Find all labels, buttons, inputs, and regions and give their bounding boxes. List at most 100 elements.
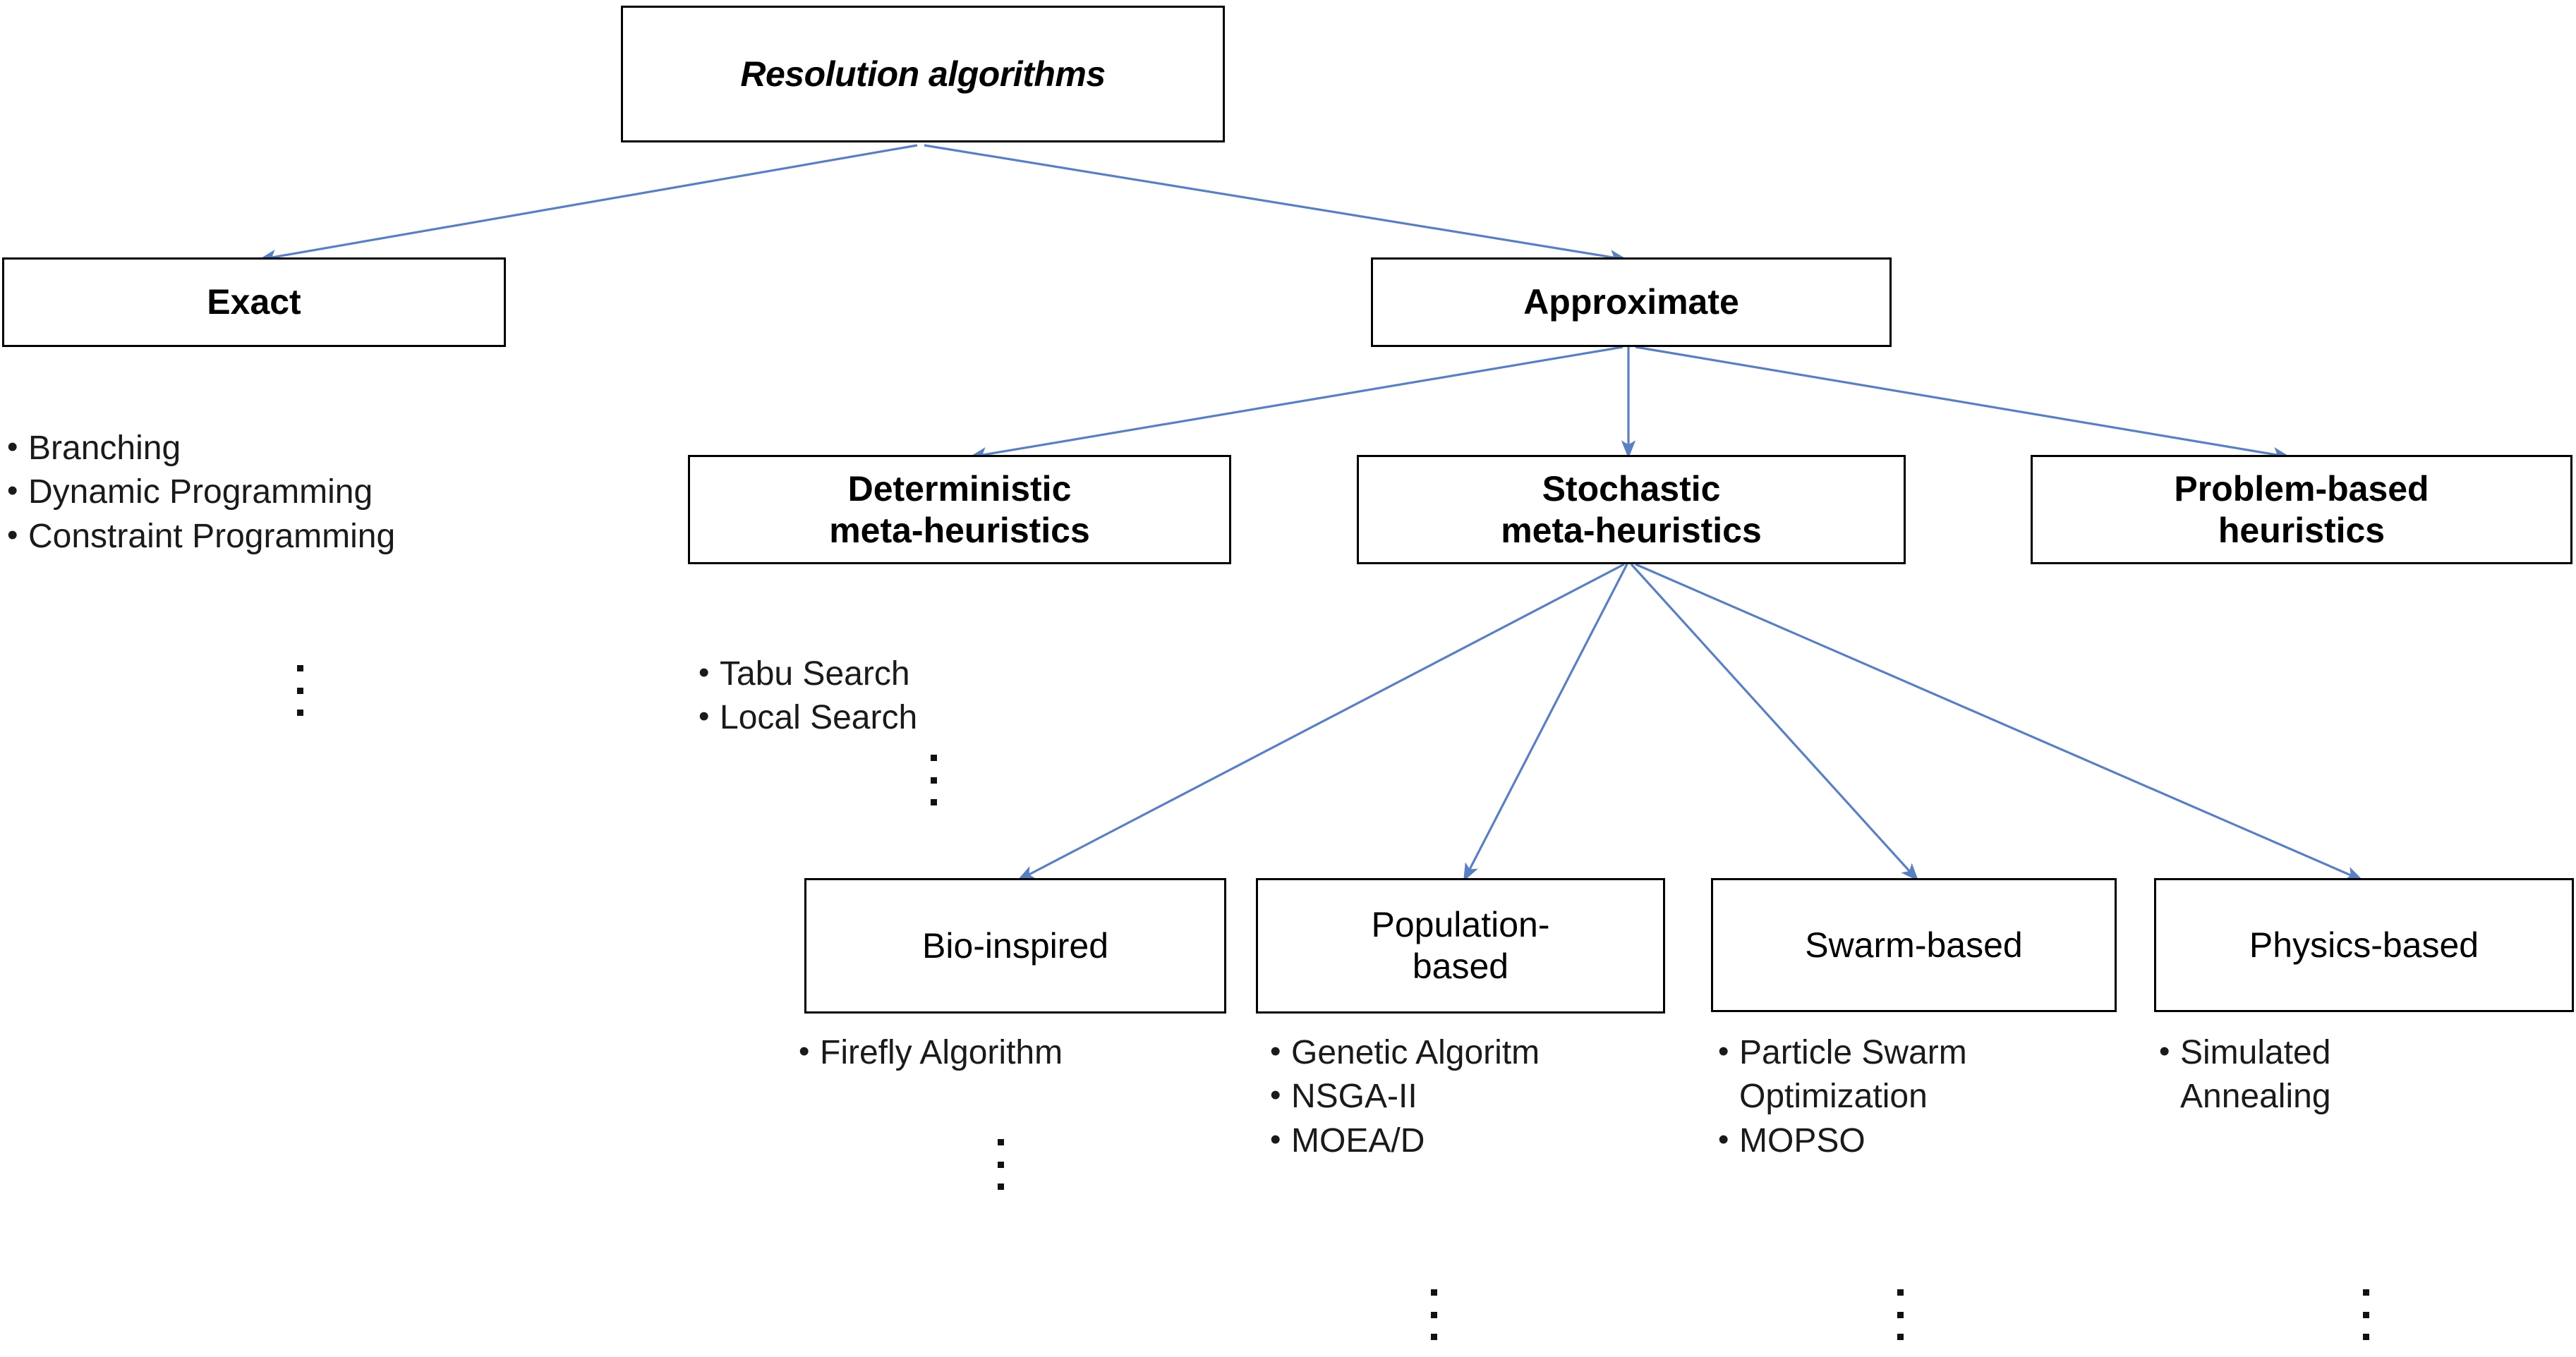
ellipsis-dot [1430, 1334, 1437, 1340]
node-population-based[interactable]: Population- based [1256, 878, 1665, 1014]
list-item: • NSGA-II [1270, 1075, 1722, 1119]
bullet-glyph: • [1718, 1121, 1729, 1157]
node-population-based-label: Population- based [1258, 904, 1663, 987]
edge-approximate-to-problem-based [1635, 346, 2291, 462]
bullet-glyph: • [7, 473, 18, 509]
list-item-label: Branching [28, 430, 181, 467]
node-stochastic-meta-heuristics[interactable]: Stochastic meta-heuristics [1357, 455, 1906, 564]
list-bio-inspired: • Firefly Algorithm [799, 1031, 1250, 1075]
ellipsis-dot [2362, 1334, 2369, 1340]
edge-stochastic-to-swarm-based [1630, 563, 1919, 882]
vertical-ellipsis-population-based [1430, 1289, 1437, 1340]
list-item-label: Constraint Programming [28, 517, 396, 555]
ellipsis-dot [2362, 1311, 2369, 1318]
ellipsis-dot [997, 1183, 1004, 1190]
ellipsis-dot [1897, 1289, 1904, 1296]
list-item: • MOEA/D [1270, 1119, 1722, 1163]
bullet-glyph: • [1270, 1078, 1281, 1113]
ellipsis-dot [997, 1139, 1004, 1145]
ellipsis-dot [1430, 1311, 1437, 1318]
node-root-label: Resolution algorithms [740, 54, 1106, 94]
node-deterministic-label: Deterministic meta-heuristics [690, 468, 1229, 552]
list-item: • Particle Swarm [1718, 1031, 2170, 1075]
list-item-label: MOPSO [1739, 1121, 1866, 1160]
node-exact-label: Exact [207, 282, 301, 322]
node-stochastic-line2: meta-heuristics [1501, 510, 1762, 550]
list-item: • Genetic Algoritm [1270, 1031, 1722, 1075]
ellipsis-dot [296, 665, 303, 671]
node-bio-inspired-label: Bio-inspired [921, 925, 1108, 966]
node-deterministic-meta-heuristics[interactable]: Deterministic meta-heuristics [688, 455, 1231, 564]
bullet-glyph: • [7, 430, 18, 464]
list-item-label: Local Search [720, 699, 918, 737]
list-item: • Branching [7, 427, 663, 470]
node-physics-based-label: Physics-based [2249, 925, 2479, 965]
bullet-glyph: • [1270, 1121, 1281, 1157]
node-stochastic-label: Stochastic meta-heuristics [1359, 468, 1904, 552]
edge-approximate-to-deterministic [969, 346, 1623, 462]
vertical-ellipsis-physics-based [2362, 1289, 2369, 1340]
bullet-glyph: • [7, 517, 18, 552]
node-problem-based-label: Problem-based heuristics [2033, 468, 2570, 552]
list-item-continuation: Annealing [2180, 1078, 2331, 1116]
node-physics-based[interactable]: Physics-based [2154, 878, 2574, 1012]
node-population-based-line2: based [1412, 947, 1509, 986]
list-item-label: Genetic Algoritm [1291, 1034, 1540, 1071]
node-approximate-label: Approximate [1523, 282, 1739, 322]
ellipsis-dot [1430, 1289, 1437, 1296]
ellipsis-dot [296, 687, 303, 694]
node-deterministic-line2: meta-heuristics [829, 510, 1090, 550]
edge-stochastic-to-physics-based [1635, 563, 2364, 882]
list-physics-based: • Simulated Annealing [2159, 1031, 2568, 1119]
node-population-based-line1: Population- [1371, 905, 1550, 944]
list-item-label: Tabu Search [720, 655, 910, 693]
ellipsis-dot [930, 777, 937, 784]
bullet-glyph: • [699, 655, 710, 690]
list-item-label: MOEA/D [1291, 1121, 1425, 1160]
list-item-label: Simulated [2180, 1034, 2331, 1071]
node-root[interactable]: Resolution algorithms [621, 6, 1225, 142]
list-item-label: Firefly Algorithm [820, 1034, 1063, 1071]
ellipsis-dot [930, 755, 937, 761]
ellipsis-dot [930, 799, 937, 805]
node-problem-based-line2: heuristics [2218, 510, 2385, 550]
node-swarm-based[interactable]: Swarm-based [1711, 878, 2117, 1012]
bullet-glyph: • [2159, 1034, 2170, 1069]
edge-root-to-exact [258, 144, 918, 264]
vertical-ellipsis-exact [296, 665, 303, 716]
node-bio-inspired[interactable]: Bio-inspired [804, 878, 1226, 1014]
vertical-ellipsis-swarm-based [1897, 1289, 1904, 1340]
list-item: • Constraint Programming [7, 515, 663, 559]
bullet-glyph: • [1270, 1034, 1281, 1069]
list-population-based: • Genetic Algoritm • NSGA-II • MOEA/D [1270, 1031, 1722, 1163]
list-swarm-based: • Particle Swarm Optimization • MOPSO [1718, 1031, 2170, 1163]
list-deterministic: • Tabu Search • Local Search [699, 652, 1192, 741]
edge-stochastic-to-population-based [1463, 564, 1628, 882]
node-problem-based-heuristics[interactable]: Problem-based heuristics [2031, 455, 2572, 564]
list-exact: • Branching • Dynamic Programming • Cons… [7, 427, 663, 559]
list-item: • Tabu Search [699, 652, 1192, 696]
list-item: • MOPSO [1718, 1119, 2170, 1163]
bullet-glyph: • [799, 1034, 810, 1069]
edge-root-to-approximate [924, 144, 1628, 264]
vertical-ellipsis-deterministic [930, 755, 937, 805]
list-item-continuation: Optimization [1739, 1078, 1928, 1116]
ellipsis-dot [2362, 1289, 2369, 1296]
node-approximate[interactable]: Approximate [1371, 257, 1892, 347]
bullet-glyph: • [699, 699, 710, 734]
list-item-label: NSGA-II [1291, 1078, 1417, 1116]
list-item: • Simulated [2159, 1031, 2568, 1075]
list-item: • Firefly Algorithm [799, 1031, 1250, 1075]
node-stochastic-line1: Stochastic [1542, 468, 1721, 509]
ellipsis-dot [997, 1161, 1004, 1168]
bullet-glyph: • [1718, 1034, 1729, 1069]
node-exact[interactable]: Exact [2, 257, 506, 347]
node-swarm-based-label: Swarm-based [1805, 925, 2023, 965]
ellipsis-dot [1897, 1311, 1904, 1318]
node-deterministic-line1: Deterministic [847, 468, 1072, 509]
vertical-ellipsis-bio-inspired [997, 1139, 1004, 1190]
ellipsis-dot [296, 710, 303, 716]
node-problem-based-line1: Problem-based [2174, 468, 2429, 509]
ellipsis-dot [1897, 1334, 1904, 1340]
